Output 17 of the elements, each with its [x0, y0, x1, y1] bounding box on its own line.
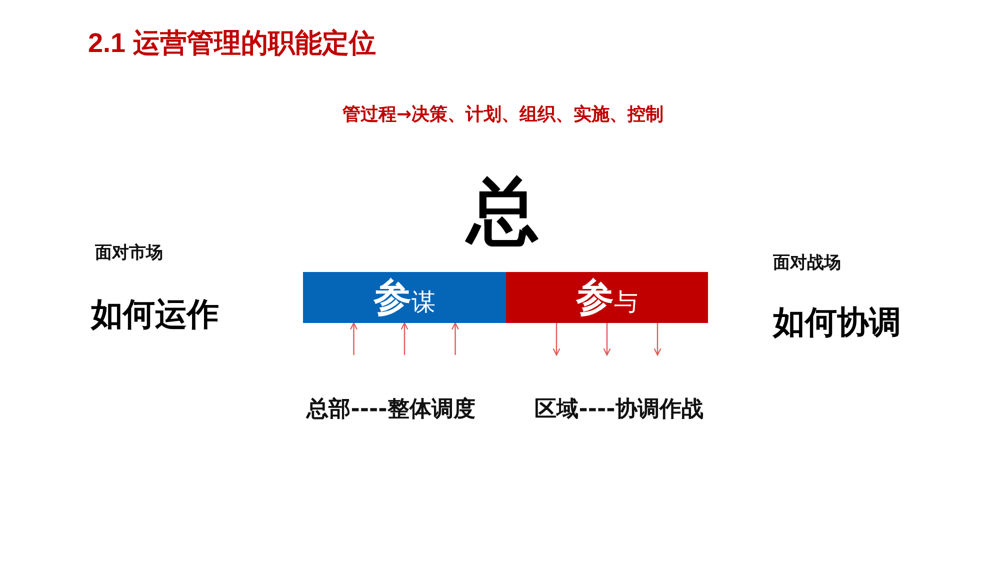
side-heading: 面对市场 — [95, 243, 163, 264]
arrow — [552, 323, 560, 356]
arrow — [654, 323, 662, 356]
subtitle-text: 管过程→决策、计划、组织、实施、控制 — [342, 104, 664, 126]
slide-title: 2.1 运营管理的职能定位 — [88, 27, 376, 60]
side-label: 如何运作 — [91, 295, 219, 334]
arrow — [400, 322, 408, 355]
role-bar: 参与 — [506, 272, 708, 323]
heading-character: 总 — [467, 168, 539, 254]
arrow — [452, 322, 459, 355]
unit-caption: 区域----协调作战 — [534, 397, 704, 424]
arrow — [350, 322, 358, 355]
side-label: 如何协调 — [773, 303, 901, 342]
side-heading: 面对战场 — [773, 253, 841, 274]
unit-caption: 总部----整体调度 — [306, 397, 476, 424]
role-bar: 参谋 — [303, 272, 506, 323]
arrow — [603, 323, 611, 356]
